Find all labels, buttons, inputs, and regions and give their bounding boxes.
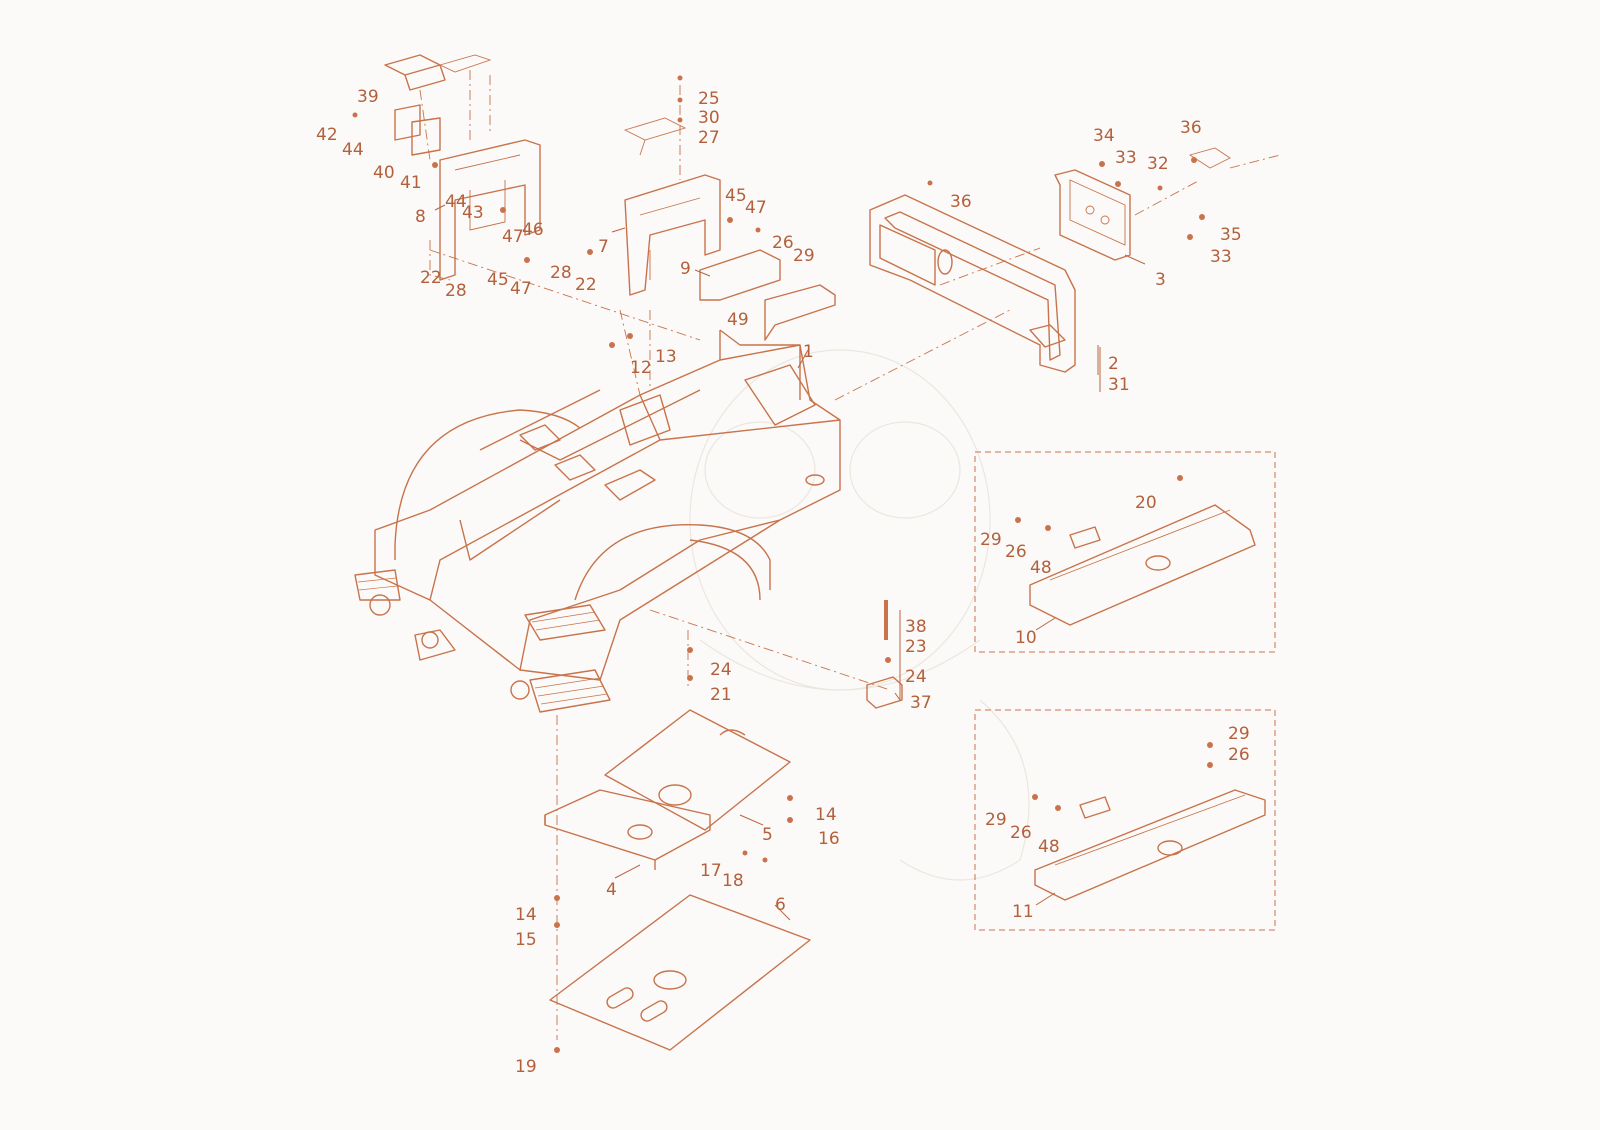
callout-23: 23 [905,637,927,657]
callout-7: 7 [598,237,609,257]
callout-49: 49 [727,310,749,330]
callout-44-b: 44 [445,192,467,212]
callout-29-b: 29 [980,530,1002,550]
callout-48-b: 48 [1038,837,1060,857]
callout-17: 17 [700,861,722,881]
callout-20: 20 [1135,493,1157,513]
callout-42: 42 [316,125,338,145]
callout-21: 21 [710,685,732,705]
callout-33-a: 33 [1115,148,1137,168]
main-frame [354,329,841,713]
mid-hardware [649,600,903,709]
callout-29-c: 29 [1228,724,1250,744]
callout-24-b: 24 [905,667,927,687]
callout-13: 13 [655,347,677,367]
callout-35: 35 [1220,225,1242,245]
callout-22-a: 22 [420,268,442,288]
callout-44-a: 44 [342,140,364,160]
callout-14-a: 14 [815,805,837,825]
callout-22-b: 22 [575,275,597,295]
callout-40: 40 [373,163,395,183]
callout-5: 5 [762,825,773,845]
left-bracket-assembly [384,54,541,281]
callout-28-b: 28 [445,281,467,301]
callout-10: 10 [1015,628,1037,648]
callout-29-a: 29 [793,246,815,266]
callout-45-a: 45 [725,186,747,206]
callout-47-c: 47 [510,279,532,299]
callout-26-d: 26 [1010,823,1032,843]
callout-30: 30 [698,108,720,128]
callout-15: 15 [515,930,537,950]
floor-plates [544,709,811,1051]
callout-47-a: 47 [745,198,767,218]
callout-39: 39 [357,87,379,107]
callout-8: 8 [415,207,426,227]
callout-26-b: 26 [1005,542,1027,562]
callout-26-c: 26 [1228,745,1250,765]
callout-9: 9 [680,259,691,279]
callout-47-b: 47 [502,227,524,247]
inset-box-11 [974,709,1276,931]
callout-43: 43 [462,203,484,223]
callout-1: 1 [803,342,814,362]
rear-bumper [869,194,1076,373]
callout-4: 4 [606,880,617,900]
callout-36-b: 36 [1180,118,1202,138]
callout-16: 16 [818,829,840,849]
callout-31: 31 [1108,375,1130,395]
callout-11: 11 [1012,902,1034,922]
callout-24-a: 24 [710,660,732,680]
watermark-mascot [689,349,1030,881]
callout-37: 37 [910,693,932,713]
callout-12: 12 [630,358,652,378]
callout-labels: 1 2 3 4 5 6 7 8 9 10 11 12 13 14 14 15 1… [316,87,1250,1077]
callout-18: 18 [722,871,744,891]
callout-38: 38 [905,617,927,637]
callout-48-a: 48 [1030,558,1052,578]
callout-45-b: 45 [487,270,509,290]
callout-32: 32 [1147,154,1169,174]
callout-46: 46 [522,220,544,240]
callout-19: 19 [515,1057,537,1077]
fastener-dots [352,75,1213,1053]
callout-3: 3 [1155,270,1166,290]
callout-14-b: 14 [515,905,537,925]
rear-plate [1054,147,1281,261]
callout-36-a: 36 [950,192,972,212]
callout-2: 2 [1108,354,1119,374]
callout-6: 6 [775,895,786,915]
callout-27: 27 [698,128,720,148]
callout-29-d: 29 [985,810,1007,830]
leader-lines [434,204,1146,921]
callout-33-b: 33 [1210,247,1232,267]
callout-25: 25 [698,89,720,109]
callout-26-a: 26 [772,233,794,253]
callout-28-a: 28 [550,263,572,283]
alignment-lines [429,247,1041,401]
inset-box-10 [974,451,1276,653]
callout-41: 41 [400,173,422,193]
callout-34: 34 [1093,126,1115,146]
